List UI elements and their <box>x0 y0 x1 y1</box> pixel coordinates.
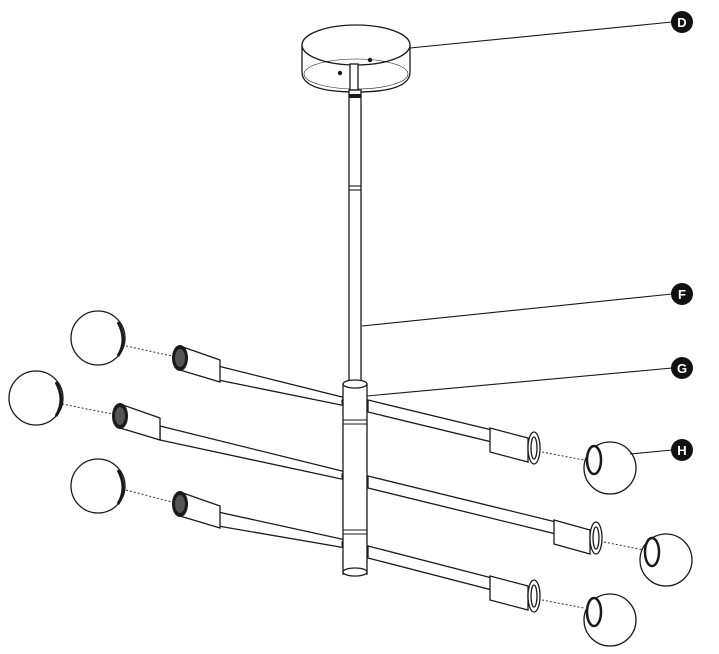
callout-f: F <box>671 283 693 305</box>
callout-d: D <box>671 11 693 33</box>
globe-left-top <box>70 310 126 366</box>
callout-g: G <box>671 357 693 379</box>
callout-f-label: F <box>678 287 686 302</box>
globe-right-top <box>583 441 637 495</box>
callout-d-label: D <box>677 15 686 30</box>
globe-left-middle <box>8 370 64 426</box>
assembly-guides <box>61 345 645 609</box>
socket-right-bottom <box>489 575 541 613</box>
globe-left-bottom <box>70 458 126 514</box>
socket-right-middle <box>553 519 603 555</box>
socket-left-middle <box>112 403 161 441</box>
callout-h-label: H <box>677 443 686 458</box>
callout-h: H <box>671 439 693 461</box>
socket-right-top <box>489 427 541 465</box>
callout-g-label: G <box>677 361 687 376</box>
leader-lines <box>361 21 673 455</box>
socket-left-top <box>172 345 221 383</box>
ceiling-canopy <box>301 24 411 93</box>
globe-right-middle <box>639 533 693 587</box>
down-rod <box>348 89 362 391</box>
globe-right-bottom <box>583 593 637 647</box>
socket-left-bottom <box>172 491 221 529</box>
central-hub <box>342 379 368 577</box>
